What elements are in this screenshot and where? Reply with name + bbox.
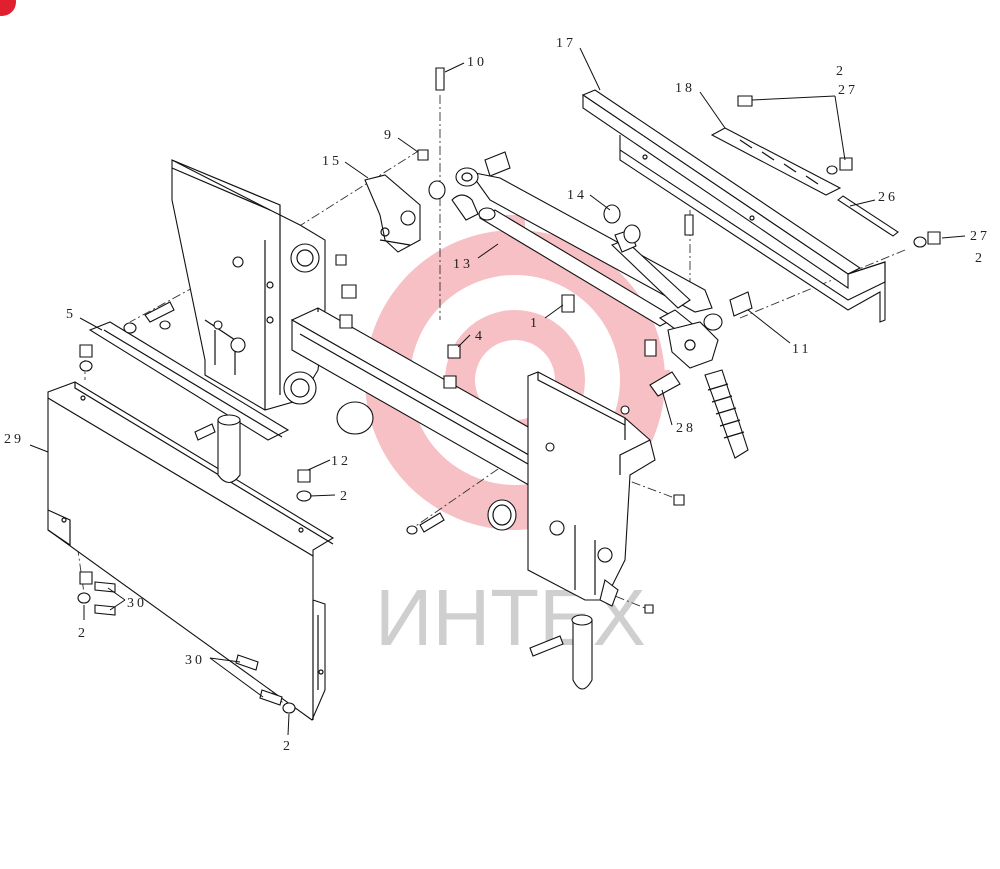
callout-11: 11 bbox=[792, 342, 811, 357]
callout-1: 1 bbox=[530, 316, 540, 331]
callout-2-top: 2 bbox=[836, 64, 846, 79]
right-frame-bracket bbox=[527, 371, 656, 607]
part-5-strip bbox=[88, 321, 290, 441]
callout-14: 14 bbox=[567, 188, 587, 203]
callout-labels: 10 9 15 17 18 2 27 26 27 2 14 13 1 11 4 … bbox=[4, 36, 990, 754]
part-15-lever bbox=[364, 174, 421, 253]
fasteners bbox=[77, 67, 941, 714]
corner-badge-icon bbox=[0, 0, 16, 16]
callout-30-left: 30 bbox=[127, 596, 147, 611]
callout-27-top: 27 bbox=[838, 83, 858, 98]
callout-12: 12 bbox=[331, 454, 351, 469]
part-29-front-guard bbox=[47, 381, 335, 721]
callout-18: 18 bbox=[675, 81, 695, 96]
callout-2-left: 2 bbox=[78, 626, 88, 641]
part-26-strip bbox=[837, 195, 899, 237]
right-post bbox=[571, 614, 593, 690]
part-18-slotted-plate bbox=[710, 127, 842, 196]
callout-26: 26 bbox=[878, 190, 898, 205]
callout-2-right: 2 bbox=[975, 251, 985, 266]
callout-29: 29 bbox=[4, 432, 24, 447]
left-post bbox=[217, 414, 241, 484]
clevis-spring-assembly bbox=[667, 321, 749, 459]
callout-2-mid: 2 bbox=[340, 489, 350, 504]
callout-30-bottom: 30 bbox=[185, 653, 205, 668]
callout-27-right: 27 bbox=[970, 229, 990, 244]
callout-4: 4 bbox=[475, 329, 485, 344]
bushing-discs bbox=[336, 401, 517, 531]
callout-17: 17 bbox=[556, 36, 576, 51]
left-frame-bracket bbox=[171, 159, 326, 411]
callout-10: 10 bbox=[467, 55, 487, 70]
callout-15: 15 bbox=[322, 154, 342, 169]
callout-28: 28 bbox=[676, 421, 696, 436]
part-17-upper-rail bbox=[581, 89, 886, 323]
callout-13: 13 bbox=[453, 257, 473, 272]
callout-5: 5 bbox=[66, 307, 76, 322]
leader-lines bbox=[29, 47, 966, 736]
callout-9: 9 bbox=[384, 128, 394, 143]
callout-2-bottom: 2 bbox=[283, 739, 293, 754]
